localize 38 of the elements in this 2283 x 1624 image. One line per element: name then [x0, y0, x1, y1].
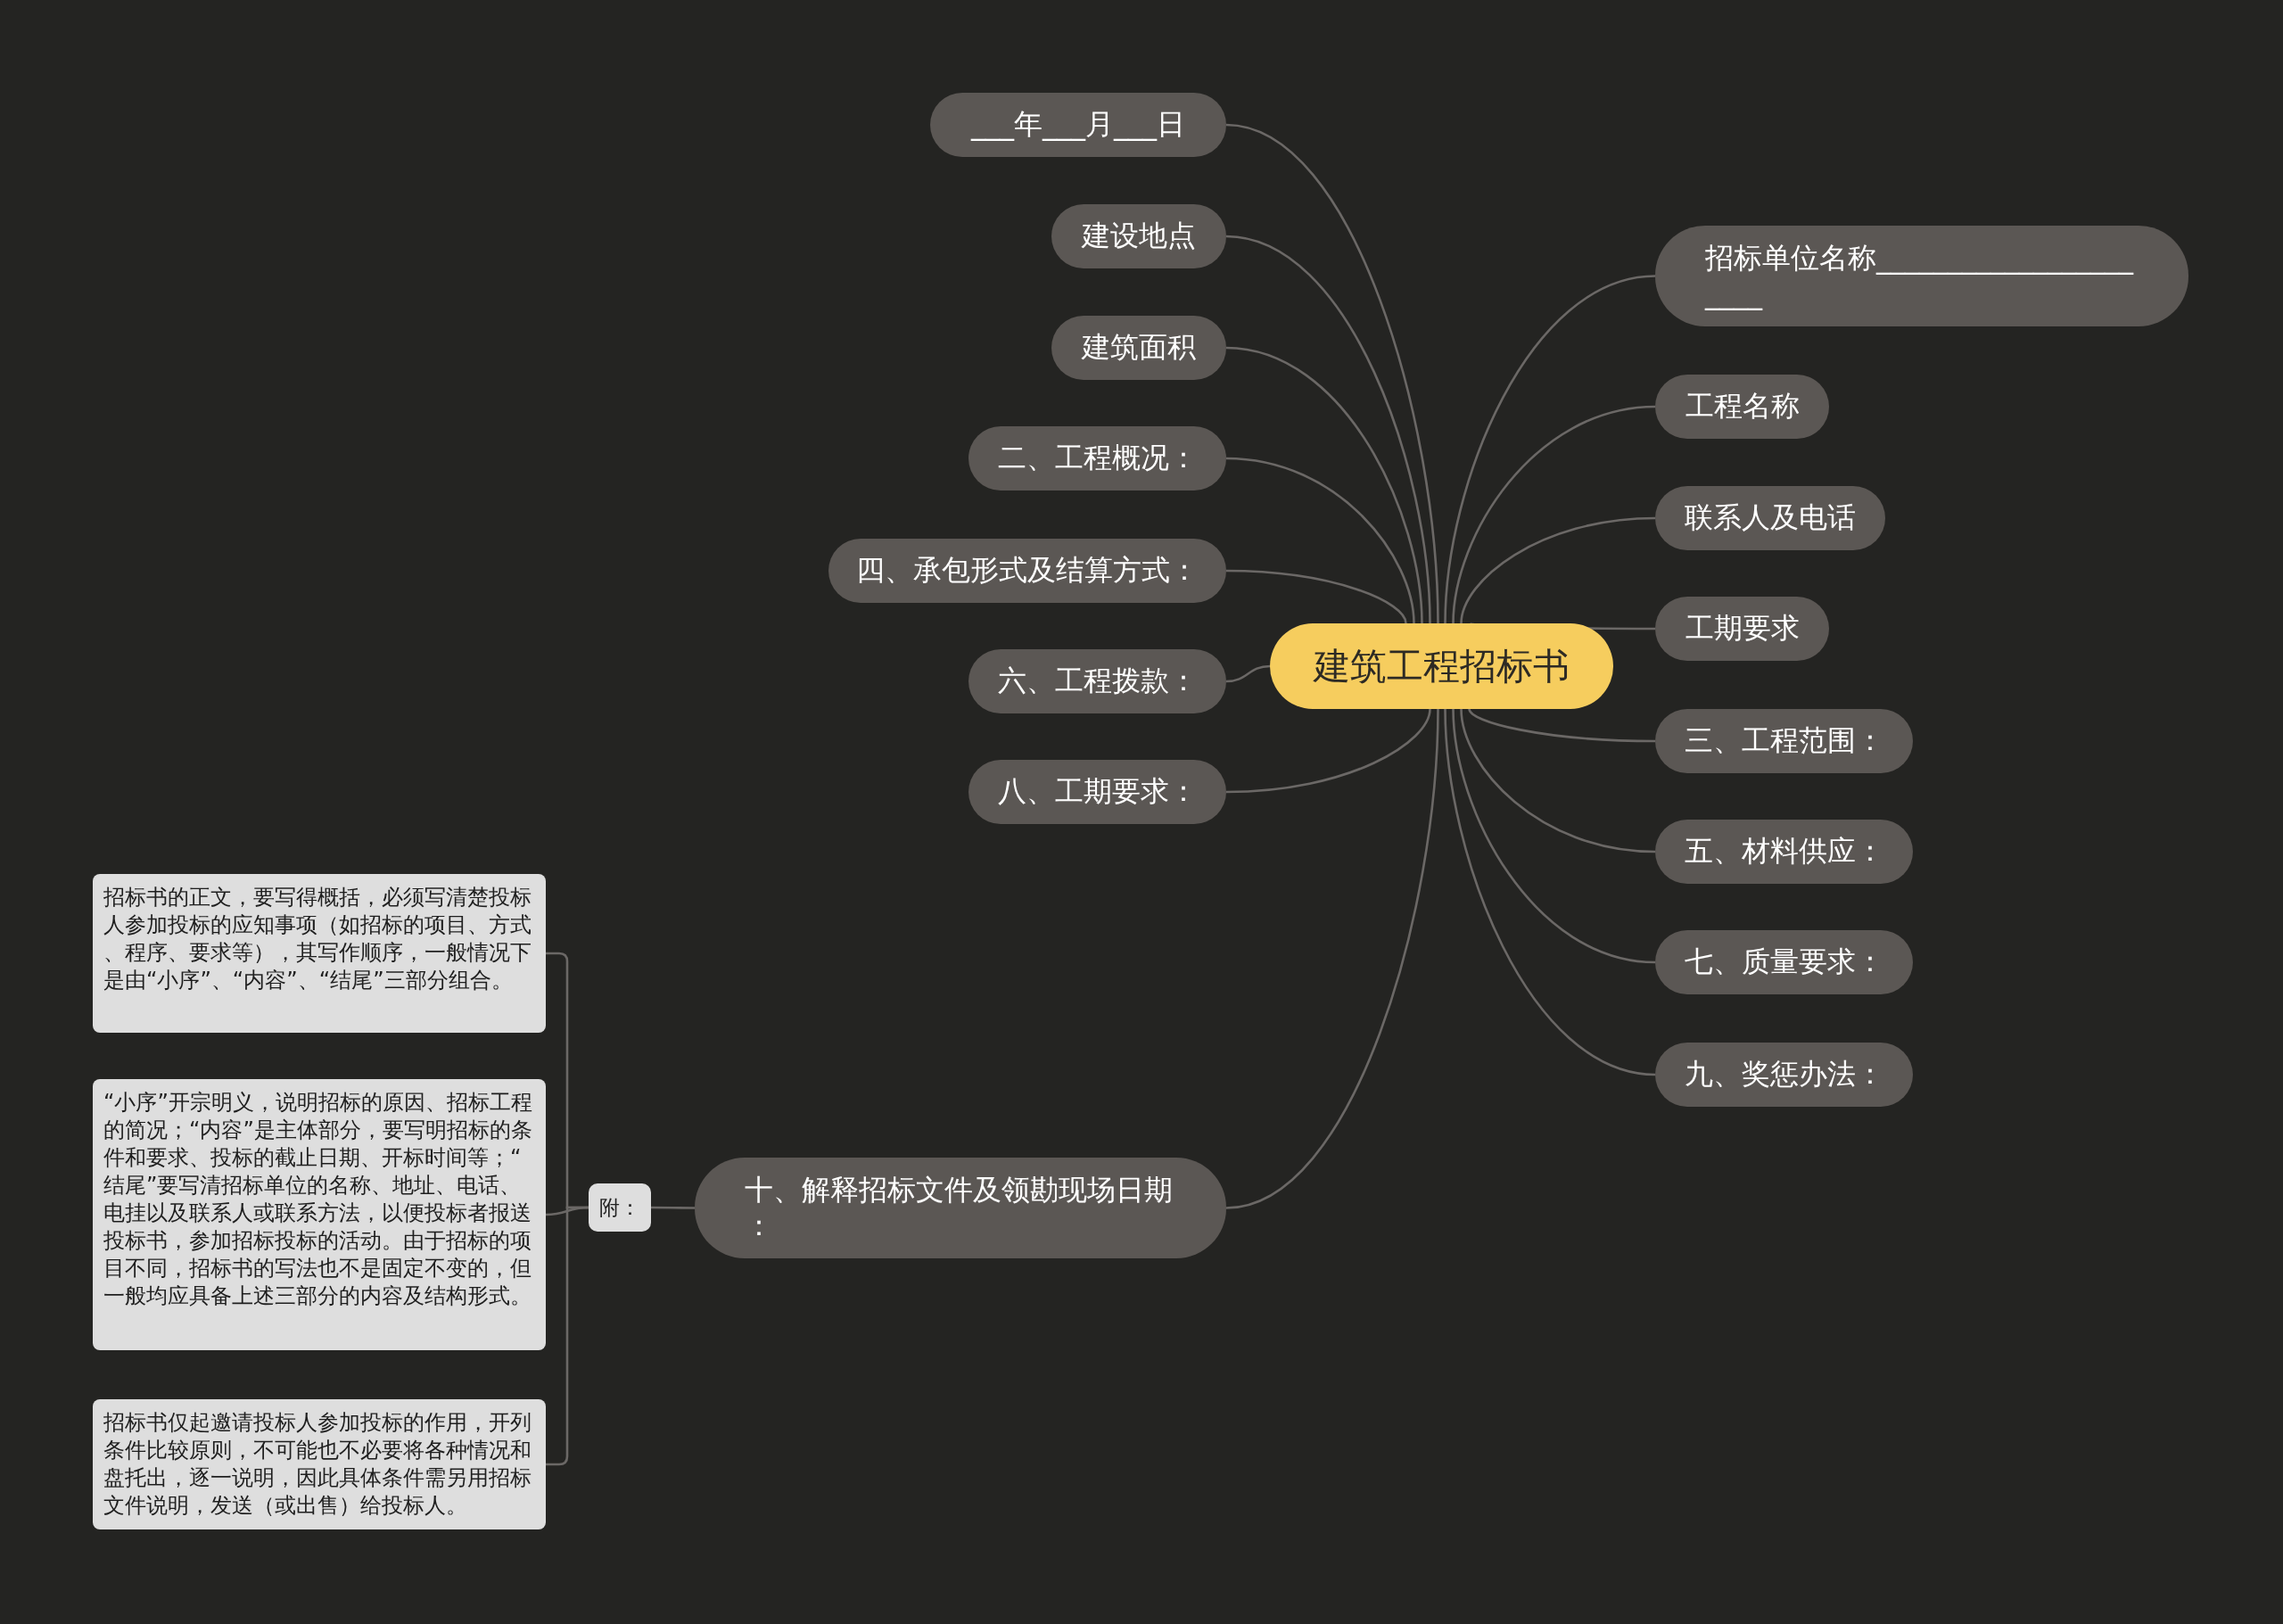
- topic-box: 工期要求: [1655, 597, 1829, 661]
- note-box: “小序”开宗明义，说明招标的原因、招标工程的简况；“内容”是主体部分，要写明招标的条件和要求、投标的截止日期、开标时间等；“结尾”要写清招标单位的名称、地址、电话、电挂以及联系人或联系方法，以便投标者报送投标书，参加招标投标的活动。由于招标的项目不同，招标书的写法也不是固定不变的，但一般均应具备上述三部分的内容及结构形式。: [93, 1079, 546, 1350]
- topic-box: 二、工程概况：: [968, 426, 1226, 490]
- connector-line: [1460, 708, 1656, 853]
- connector-line: [1225, 346, 1423, 624]
- topic-box: 六、工程拨款：: [968, 649, 1226, 713]
- connector-line: [1460, 516, 1656, 624]
- connector-line: [1452, 405, 1656, 624]
- note-box: 招标书的正文，要写得概括，必须写清楚投标人参加投标的应知事项（如招标的项目、方式、程序、要求等），其写作顺序，一般情况下是由“小序”、“内容”、“结尾”三部分组合。: [93, 874, 546, 1033]
- connector-line: [1225, 664, 1271, 683]
- connector-line: [1452, 708, 1656, 964]
- connector-line: [1444, 275, 1656, 624]
- topic-box: 联系人及电话: [1655, 486, 1885, 550]
- topic-box: ___年___月___日: [930, 93, 1226, 157]
- connector-line: [1225, 708, 1431, 794]
- topic-box: 九、奖惩办法：: [1655, 1043, 1913, 1107]
- topic-box: 五、材料供应：: [1655, 820, 1913, 884]
- connector-line: [651, 1206, 695, 1209]
- topic-box: 招标单位名称______________________: [1655, 226, 2188, 326]
- central-topic-box: 建筑工程招标书: [1270, 623, 1613, 709]
- connector-line: [1225, 708, 1439, 1209]
- topic-box: 四、承包形式及结算方式：: [828, 539, 1226, 603]
- tag-box: 附：: [589, 1183, 651, 1232]
- note-box: 招标书仅起邀请投标人参加投标的作用，开列条件比较原则，不可能也不必要将各种情况和盘托出，逐一说明，因此具体条件需另用招标文件说明，发送（或出售）给投标人。: [93, 1399, 546, 1529]
- topic-box: 建筑面积: [1051, 316, 1226, 380]
- connector-line: [546, 1206, 589, 1466]
- connector-line: [1225, 123, 1439, 624]
- topic-box: 工程名称: [1655, 375, 1829, 439]
- connector-line: [1225, 569, 1407, 624]
- connector-line: [1444, 708, 1656, 1076]
- connector-line: [1225, 235, 1431, 624]
- connector-line: [1468, 708, 1655, 743]
- topic-box: 三、工程范围：: [1655, 709, 1913, 773]
- connector-line: [1225, 457, 1415, 624]
- topic-box: 十、解释招标文件及领勘现场日期：: [695, 1158, 1226, 1258]
- topic-box: 七、质量要求：: [1655, 930, 1913, 994]
- topic-box: 建设地点: [1051, 204, 1226, 268]
- topic-box: 八、工期要求：: [968, 760, 1226, 824]
